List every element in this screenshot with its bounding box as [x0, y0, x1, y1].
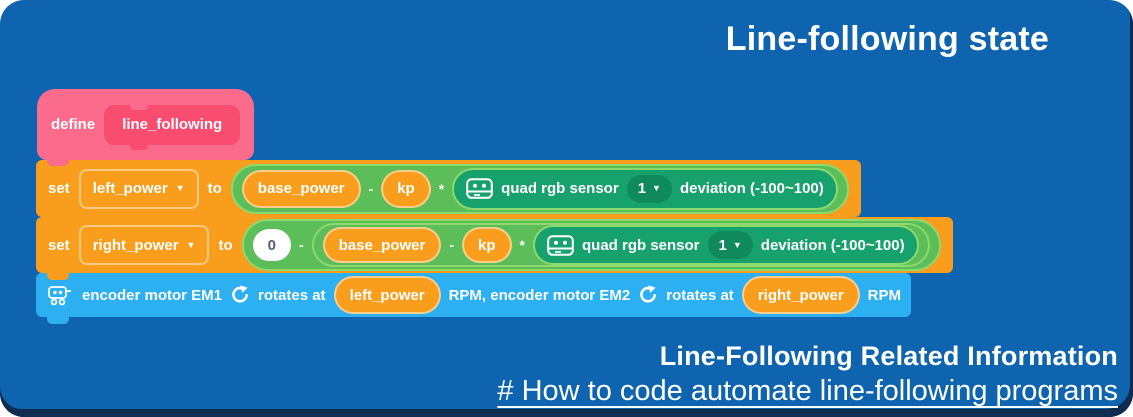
rotate-ccw-icon — [638, 285, 658, 305]
sensor-suffix: deviation (-100~100) — [760, 236, 905, 254]
encoder-motor-icon — [46, 284, 74, 306]
sensor-port-dropdown[interactable]: 1 ▼ — [707, 231, 753, 259]
inner-subtract-operator-block[interactable]: base_power - kp * quad rgb sensor 1 ▼ — [311, 223, 930, 267]
subtract-operator-block[interactable]: base_power - kp * quad rgb sensor 1 ▼ de… — [230, 163, 849, 214]
variable-dropdown-label: left_power — [92, 180, 168, 197]
sensor-port-value: 1 — [718, 236, 727, 254]
variable-dropdown-right-power[interactable]: right_power ▼ — [78, 225, 210, 265]
footer-link[interactable]: # How to code automate line-following pr… — [497, 375, 1118, 407]
minus-operator: - — [449, 237, 455, 253]
minus-operator: - — [298, 237, 304, 253]
to-keyword: to — [207, 180, 222, 197]
number-input-zero[interactable]: 0 — [252, 229, 291, 261]
outer-subtract-operator-block[interactable]: 0 - base_power - kp * quad rgb sensor — [241, 219, 941, 271]
sensor-suffix: deviation (-100~100) — [679, 180, 824, 197]
quad-rgb-sensor-icon — [547, 234, 574, 256]
variable-label: left_power — [349, 286, 425, 304]
sensor-label: quad rgb sensor — [501, 180, 619, 197]
variable-right-power[interactable]: right_power — [741, 276, 860, 314]
encoder-motor-block[interactable]: encoder motor EM1 rotates at left_power … — [36, 273, 911, 317]
motor-text-5: RPM — [867, 286, 901, 304]
procedure-notch — [130, 104, 149, 110]
motor-text-4: rotates at — [666, 286, 734, 304]
define-keyword: define — [51, 116, 96, 133]
variable-dropdown-label: right_power — [92, 236, 179, 254]
minus-operator: - — [368, 180, 374, 197]
multiply-operator: * — [438, 180, 445, 197]
row2-bottom-tab — [47, 271, 69, 280]
procedure-name-block[interactable]: line_following — [104, 104, 241, 150]
procedure-name: line_following — [122, 116, 223, 133]
variable-label: kp — [397, 180, 415, 197]
motor-text-1: encoder motor EM1 — [82, 286, 223, 304]
variable-dropdown-left-power[interactable]: left_power ▼ — [78, 168, 199, 209]
chevron-down-icon: ▼ — [175, 183, 185, 193]
variable-label: right_power — [757, 286, 844, 304]
define-hat-block[interactable]: define line_following — [37, 89, 255, 160]
to-keyword: to — [218, 236, 233, 254]
footer: Line-Following Related Information # How… — [497, 341, 1118, 408]
sensor-label: quad rgb sensor — [582, 236, 700, 254]
variable-label: base_power — [338, 236, 426, 254]
multiply-operator: * — [519, 237, 525, 253]
footer-heading: Line-Following Related Information — [659, 341, 1118, 371]
sensor-port-value: 1 — [637, 180, 647, 197]
chevron-down-icon: ▼ — [652, 183, 661, 193]
variable-kp[interactable]: kp — [381, 169, 431, 208]
variable-base-power[interactable]: base_power — [322, 227, 442, 263]
set-right-power-block[interactable]: set right_power ▼ to 0 - base_power - kp… — [36, 217, 953, 273]
variable-label: base_power — [257, 180, 345, 197]
chevron-down-icon: ▼ — [186, 239, 196, 250]
set-keyword: set — [48, 236, 70, 254]
row3-bottom-tab — [47, 315, 69, 324]
chevron-down-icon: ▼ — [732, 239, 742, 250]
variable-left-power[interactable]: left_power — [333, 276, 441, 314]
set-keyword: set — [48, 180, 70, 197]
rotate-ccw-icon — [230, 285, 250, 305]
motor-text-3: RPM, encoder motor EM2 — [448, 286, 631, 304]
procedure-tab — [130, 144, 149, 150]
page-title: Line-following state — [725, 20, 1049, 58]
variable-kp[interactable]: kp — [462, 227, 512, 263]
variable-base-power[interactable]: base_power — [241, 169, 361, 208]
variable-label: kp — [478, 236, 496, 254]
number-value: 0 — [267, 236, 276, 254]
motor-text-2: rotates at — [258, 286, 326, 304]
set-left-power-block[interactable]: set left_power ▼ to base_power - kp * qu… — [36, 160, 861, 217]
quad-rgb-sensor-icon — [466, 178, 493, 199]
quad-rgb-sensor-block[interactable]: quad rgb sensor 1 ▼ deviation (-100~100) — [452, 167, 838, 210]
hat-bottom-tab — [47, 157, 69, 166]
sensor-port-dropdown[interactable]: 1 ▼ — [626, 174, 672, 203]
quad-rgb-sensor-block[interactable]: quad rgb sensor 1 ▼ deviation (-100~100) — [533, 225, 919, 265]
